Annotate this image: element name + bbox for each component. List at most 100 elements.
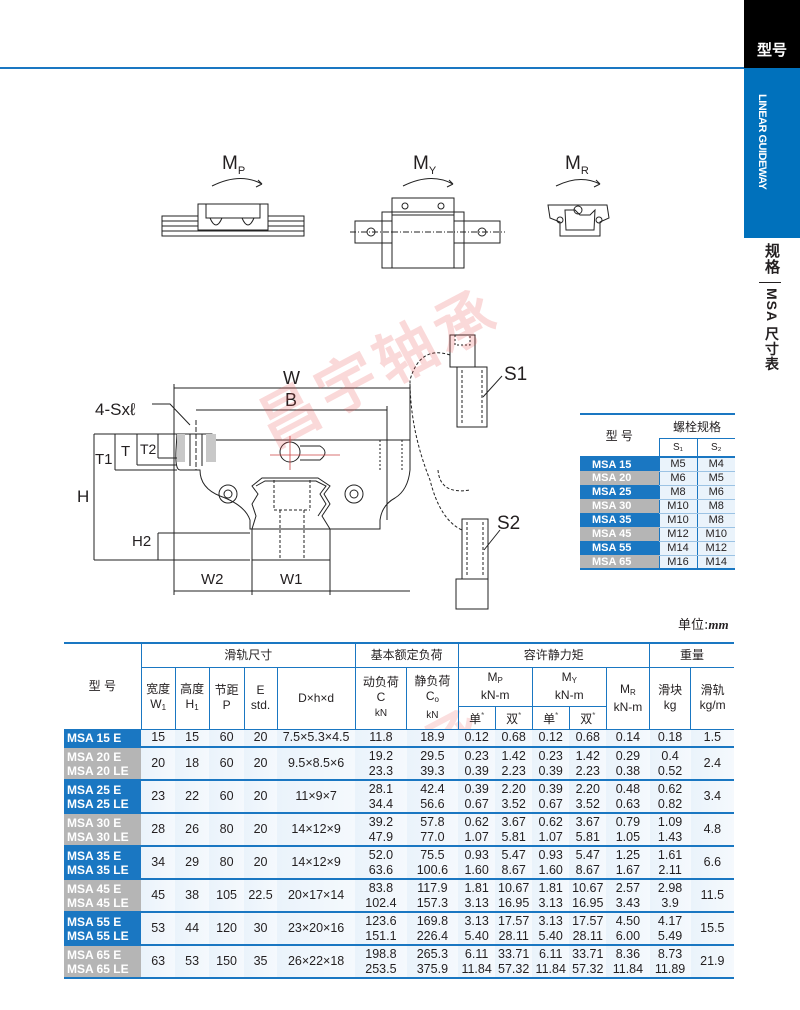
dhd-cell: 9.5×8.5×6 [277,747,356,780]
dim-label-w: W [283,368,300,388]
bolt-header-s1: S₁ [658,438,697,458]
h1-cell: 29 [175,846,210,879]
dim-label-w1: W1 [280,571,303,588]
side-tab-category: LINEAR GUIDEWAY [744,68,800,238]
header-model: 型 号 [64,642,142,730]
dim-label-t2: T2 [140,441,157,457]
bolt-s2-cell: M6 [696,485,735,500]
bolt-s2-cell: M4 [696,457,735,472]
bolt-s1-cell: M16 [658,555,697,570]
h1-cell: 22 [175,780,210,813]
h1-cell: 38 [175,879,210,912]
rail-weight-cell: 2.4 [690,747,734,780]
rail-weight-cell: 11.5 [690,879,734,912]
w1-cell: 23 [141,780,176,813]
bolt-s1-cell: M8 [658,485,697,500]
e-cell: 20 [244,729,277,747]
w1-cell: 63 [141,945,176,978]
drawings-svg [93,178,610,610]
w1-cell: 20 [141,747,176,780]
rail-weight-cell: 21.9 [690,945,734,978]
dhd-cell: 14×12×9 [277,846,356,879]
e-cell: 20 [244,780,277,813]
p-cell: 60 [209,780,245,813]
p-cell: 80 [209,813,245,846]
bolt-header-model: 型 号 [580,413,659,458]
bolt-model-cell: MSA 20 [580,471,659,485]
bolt-header-s2: S₂ [696,438,735,458]
rail-weight-cell: 15.5 [690,912,734,945]
dhd-cell: 11×9×7 [277,780,356,813]
dim-label-s2: S2 [497,513,521,534]
p-cell: 60 [209,729,245,747]
bolt-s1-cell: M10 [658,499,697,514]
h1-cell: 18 [175,747,210,780]
arrow-mp-icon [211,178,263,188]
dim-label-t: T [121,443,131,460]
bolt-model-cell: MSA 25 [580,485,659,499]
header-mp-double: 双* [494,706,533,730]
side-section-label: 型号 [756,41,787,59]
bolt-model-cell: MSA 15 [580,457,659,471]
my_s-cell: 0.12 [532,729,570,747]
e-cell: 22.5 [244,879,277,912]
c-cell: 11.8 [355,729,407,747]
bolt-model-cell: MSA 45 [580,527,659,541]
e-cell: 35 [244,945,277,978]
bolt-model-cell: MSA 55 [580,541,659,555]
dim-label-s1: S1 [504,364,528,385]
w1-cell: 15 [141,729,176,747]
bolt-s2-cell: M8 [696,513,735,528]
h1-cell: 53 [175,945,210,978]
header-mp-single: 单* [457,706,496,730]
header-static-moment: 容许静力矩 [457,642,650,668]
mp-side-view-icon [161,203,305,237]
block-cell: 0.18 [649,729,691,747]
p-cell: 120 [209,912,245,945]
bolt-model-cell: MSA 35 [580,513,659,527]
dim-label-hole: 4-Sxℓ [95,400,136,419]
